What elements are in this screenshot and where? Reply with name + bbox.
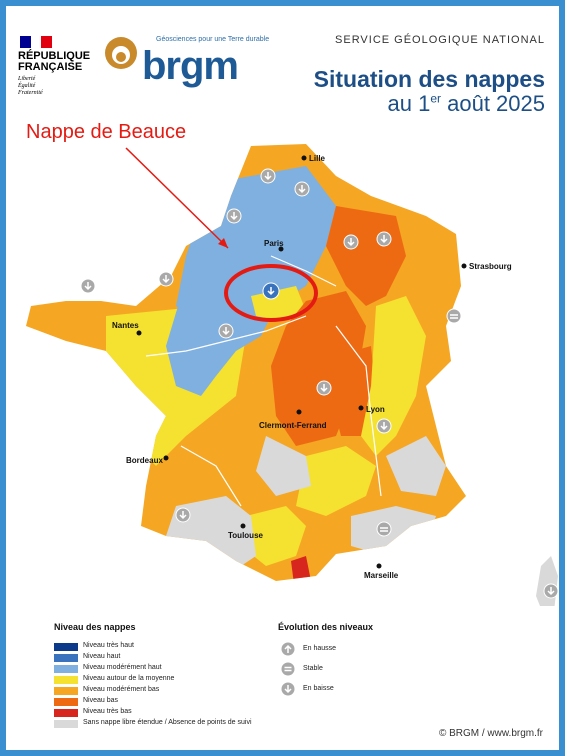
legend-title: Niveau des nappes (54, 622, 136, 632)
brgm-logo-icon (105, 37, 137, 69)
city-bordeaux: Bordeaux (126, 456, 163, 465)
arrow-down-icon (281, 682, 295, 696)
trend-markers (80, 168, 559, 599)
republic-name: RÉPUBLIQUE FRANÇAISE (18, 50, 91, 73)
city-clermont: Clermont-Ferrand (259, 421, 327, 430)
city-marseille: Marseille (364, 571, 399, 580)
city-paris: Paris (264, 239, 284, 248)
french-flag-icon (20, 36, 52, 48)
service-label: SERVICE GÉOLOGIQUE NATIONAL (335, 34, 545, 46)
page-title: Situation des nappes (313, 66, 545, 92)
evolution-title: Évolution des niveaux (278, 622, 374, 632)
france-map: Lille Paris Strasbourg Nantes Lyon Clerm… (26, 144, 559, 606)
city-strasbourg: Strasbourg (469, 262, 512, 271)
city-toulouse: Toulouse (228, 531, 264, 540)
page-date: au 1er août 2025 (387, 91, 545, 116)
map-poster: RÉPUBLIQUE FRANÇAISE Liberté Égalité Fra… (6, 6, 559, 750)
stable-icon (281, 662, 295, 676)
brgm-wordmark: brgm (142, 44, 239, 88)
beauce-callout-label: Nappe de Beauce (26, 121, 187, 143)
brgm-tagline: Géosciences pour une Terre durable (156, 36, 270, 43)
republic-motto: Liberté Égalité Fraternité (18, 76, 43, 96)
city-lyon: Lyon (366, 405, 385, 414)
beauce-highlight (224, 264, 318, 322)
credit: © BRGM / www.brgm.fr (438, 728, 543, 739)
city-lille: Lille (309, 154, 326, 163)
city-nantes: Nantes (112, 321, 139, 330)
arrow-up-icon (281, 642, 295, 656)
